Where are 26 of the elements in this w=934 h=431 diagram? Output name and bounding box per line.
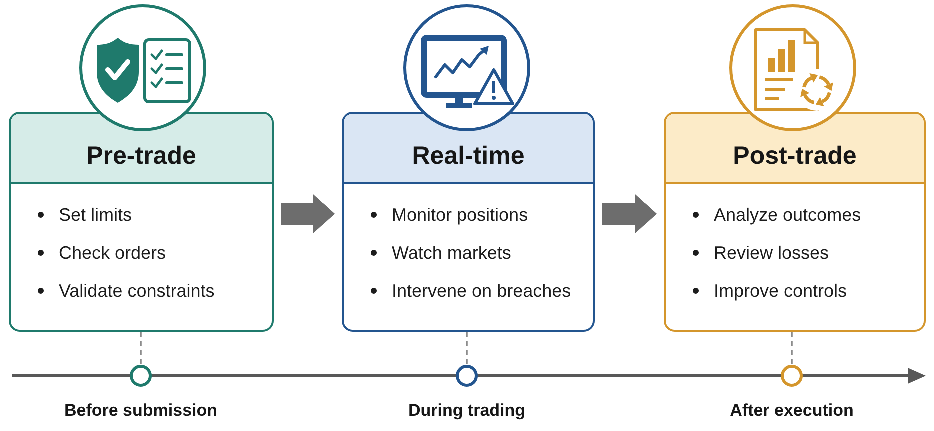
timeline-label: Before submission (64, 401, 218, 421)
arrow (602, 194, 657, 234)
timeline-marker (781, 365, 803, 387)
dashed-connector (140, 332, 142, 365)
bullet-text: Watch markets (392, 242, 512, 264)
stage-card (9, 112, 274, 332)
bullet-text: Set limits (59, 204, 132, 226)
timeline-label: After execution (730, 401, 854, 421)
stage-card (342, 112, 595, 332)
bullet-text: Validate constraints (59, 280, 215, 302)
timeline-marker (130, 365, 152, 387)
arrow (281, 194, 335, 234)
bullet-text: Review losses (714, 242, 830, 264)
stage-title: Pre-trade (86, 141, 196, 171)
bullet-text: Analyze outcomes (714, 204, 862, 226)
timeline-label: During trading (408, 401, 526, 421)
stage-title: Real-time (412, 141, 525, 171)
bullet-text: Check orders (59, 242, 166, 264)
stage-title: Post-trade (733, 141, 857, 171)
bullet-text: Monitor positions (392, 204, 528, 226)
dashed-connector (791, 332, 793, 365)
bullet-text: Intervene on breaches (392, 280, 572, 302)
stage-card (664, 112, 926, 332)
bullet-text: Improve controls (714, 280, 848, 302)
timeline-marker (456, 365, 478, 387)
dashed-connector (466, 332, 468, 365)
